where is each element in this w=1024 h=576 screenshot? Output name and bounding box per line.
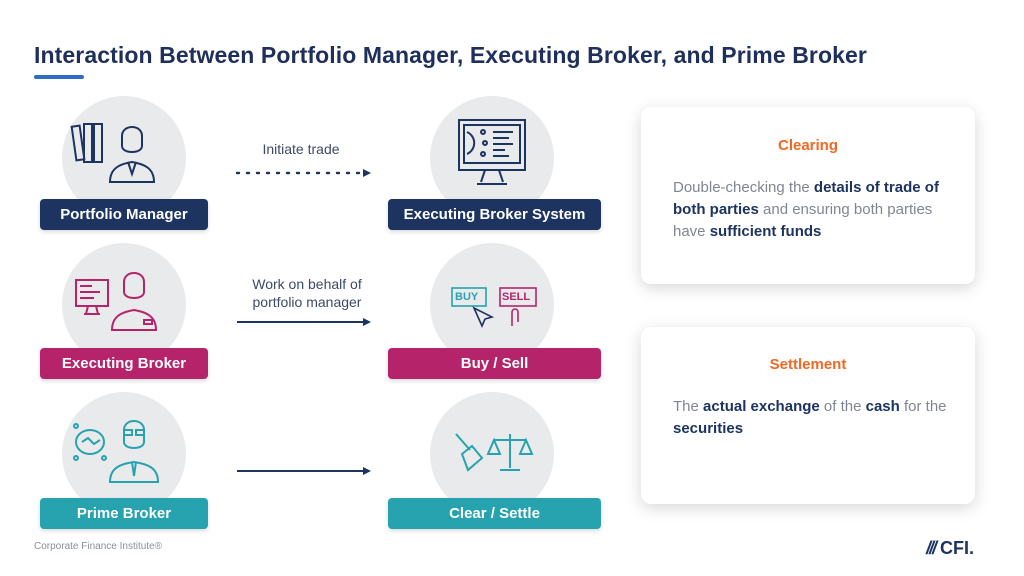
clearing-description: Double-checking the details of trade of … [673,179,939,240]
buy-sell-circle [430,243,554,367]
clear-settle-label: Clear / Settle [388,498,601,529]
initiate-trade-text: Initiate trade [262,141,340,157]
buy-text: BUY [455,291,479,303]
title-underline [34,75,84,79]
settlement-description: The actual exchange of the cash for the … [673,398,947,437]
dotted-arrow [235,169,371,177]
footer-credit: Corporate Finance Institute® [34,541,162,552]
portfolio-manager-icon [70,123,156,183]
page-title: Interaction Between Portfolio Manager, E… [34,42,867,68]
broom-and-scale-icon [455,433,534,472]
clearing-title: Clearing [777,137,838,154]
portfolio-manager-label: Portfolio Manager [40,199,208,230]
executing-broker-icon [75,272,158,331]
settlement-card: Settlement The actual exchange of the ca… [641,327,975,504]
prime-broker-label: Prime Broker [40,498,208,529]
prime-broker-circle [62,392,186,516]
cfi-logo: /// CFI. [926,538,975,558]
executing-broker-system-label: Executing Broker System [388,199,601,230]
arrow-text-line-1: Work on behalf of [252,276,362,292]
buy-sell-icon [451,287,537,328]
computer-system-icon [458,119,526,185]
settlement-title: Settlement [769,356,847,373]
clearing-card: Clearing Double-checking the details of … [641,107,975,284]
arrow-text-line-2: portfolio manager [252,294,362,310]
buy-sell-label: Buy / Sell [388,348,601,379]
solid-arrow [237,467,371,475]
prime-broker-icon [73,420,160,483]
solid-arrow [237,318,371,326]
executing-broker-label: Executing Broker [40,348,208,379]
sell-text: SELL [502,291,531,303]
